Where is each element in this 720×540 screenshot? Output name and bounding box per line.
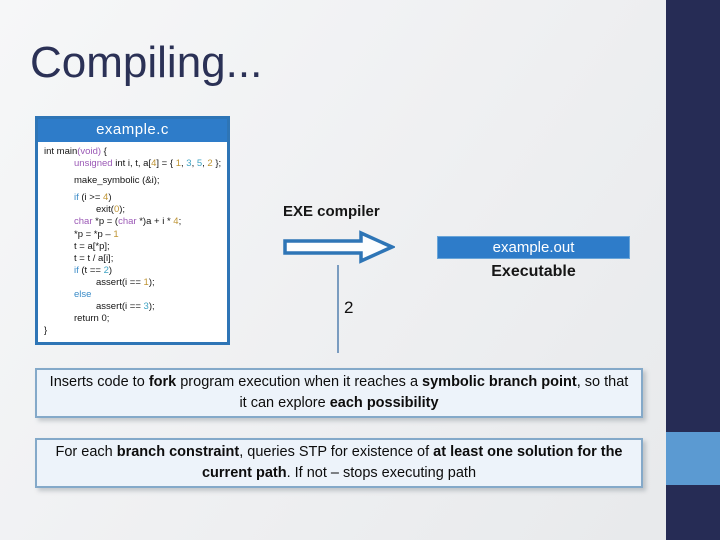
- code-line: exit(0);: [96, 204, 126, 216]
- code-line: *p = *p – 1: [74, 228, 119, 240]
- code-listing: int main(void) {unsigned int i, t, a[4] …: [38, 142, 227, 337]
- code-line: if (i >= 4): [74, 192, 112, 204]
- code-window-filename: example.c: [38, 119, 227, 142]
- callout-fork-text: Inserts code to fork program execution w…: [49, 374, 629, 411]
- callout-fork-explanation: Inserts code to fork program execution w…: [35, 368, 643, 418]
- code-window: example.c int main(void) {unsigned int i…: [35, 116, 230, 345]
- slide-title: Compiling...: [30, 38, 263, 87]
- code-line: }: [44, 325, 48, 337]
- code-line: else: [74, 289, 92, 301]
- output-file-box: example.out: [437, 236, 630, 259]
- sidebar-accent-block: [666, 432, 720, 485]
- code-line: unsigned int i, t, a[4] = { 1, 3, 5, 2 }…: [74, 158, 222, 170]
- code-line: make_symbolic (&i);: [74, 175, 160, 187]
- code-line: t = t / a[i];: [74, 252, 114, 264]
- code-line: assert(i == 3);: [96, 301, 155, 313]
- code-line: char *p = (char *)a + i * 4;: [74, 216, 182, 228]
- step-number: 2: [344, 298, 354, 317]
- exe-compiler-label: EXE compiler: [283, 203, 380, 220]
- callout-stp-explanation: For each branch constraint, queries STP …: [35, 438, 643, 488]
- output-file-label: example.out: [492, 239, 575, 256]
- code-line: assert(i == 1);: [96, 276, 155, 288]
- code-line: return 0;: [74, 313, 110, 325]
- step-connector-line: [337, 265, 339, 353]
- code-line: int main(void) {: [44, 146, 107, 157]
- callout-stp-text: For each branch constraint, queries STP …: [55, 444, 623, 481]
- code-line: t = a[*p];: [74, 240, 110, 252]
- right-arrow-icon: [283, 230, 395, 264]
- code-line: if (t == 2): [74, 264, 113, 276]
- executable-caption: Executable: [491, 263, 576, 280]
- sidebar-bar: [666, 0, 720, 540]
